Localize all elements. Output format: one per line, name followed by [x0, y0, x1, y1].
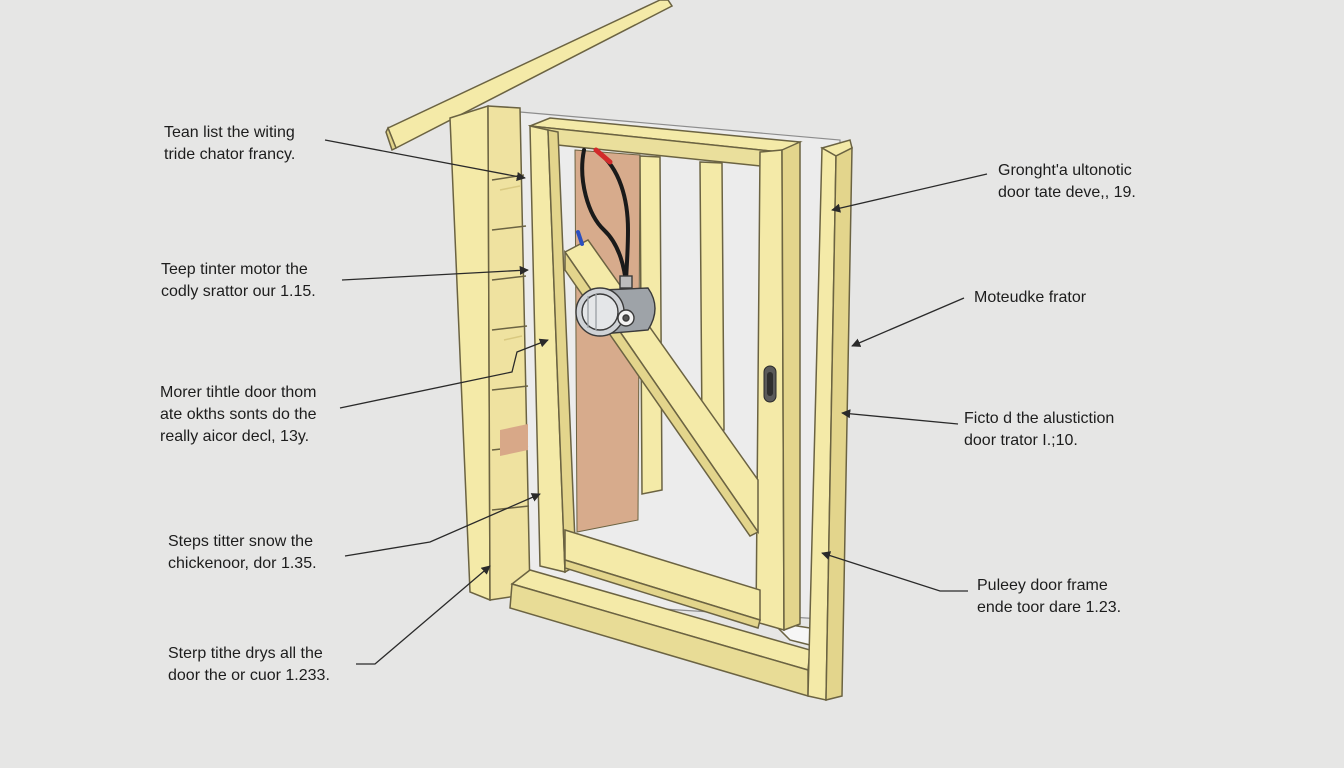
leader-right-3 [841, 409, 959, 425]
motor-icon [575, 275, 656, 337]
leader-right-4 [821, 551, 968, 592]
callout-left-3-line2: ate okths sonts do the [160, 406, 317, 423]
callout-right-2: Moteudke frator [974, 287, 1086, 309]
leader-left-4 [344, 493, 541, 557]
callout-left-4: Steps titter snow the chickenoor, dor 1.… [168, 531, 317, 575]
wire-bundle-icon [576, 147, 631, 287]
callout-left-4-line2: chickenoor, dor 1.35. [168, 555, 317, 572]
callout-left-1: Tean list the witing tride chator francy… [164, 122, 295, 166]
bottom-sill [509, 569, 811, 698]
callout-left-4-line1: Steps titter snow the [168, 533, 313, 550]
callout-right-1-line2: door tate deve,, 19. [998, 184, 1136, 201]
callout-left-3: Morer tihtle door thom ate okths sonts d… [160, 382, 317, 448]
callout-right-4: Puleey door frame ende toor dare 1.23. [977, 575, 1121, 619]
callout-left-1-line2: tride chator francy. [164, 146, 296, 163]
callout-left-5: Sterp tithe drys all the door the or cuo… [168, 643, 330, 687]
callout-left-5-line2: door the or cuor 1.233. [168, 667, 330, 684]
callout-left-5-line1: Sterp tithe drys all the [168, 645, 323, 662]
leader-right-2 [851, 297, 965, 347]
callout-right-3: Ficto d the alustiction door trator I.;1… [964, 408, 1114, 452]
door-handle-icon [763, 365, 777, 403]
callout-right-3-line1: Ficto d the alustiction [964, 410, 1115, 427]
leader-left-5 [356, 565, 491, 665]
callout-right-1-line1: Gronght'a ultonotic [998, 162, 1132, 179]
callout-left-3-line3: really aicor decl, 13y. [160, 428, 310, 445]
roof-rafter [385, 0, 674, 152]
callout-right-4-line1: Puleey door frame [977, 577, 1108, 594]
callout-left-2-line2: codly srattor our 1.15. [161, 283, 316, 300]
right-outer-post [807, 139, 853, 701]
callout-right-4-line2: ende toor dare 1.23. [977, 599, 1122, 616]
leader-left-1 [324, 139, 526, 181]
callout-right-2-line1: Moteudke frator [974, 289, 1087, 306]
left-side-post [449, 104, 531, 602]
leader-right-1 [831, 173, 988, 213]
callout-left-3-line1: Morer tihtle door thom [160, 384, 317, 401]
callout-right-1: Gronght'a ultonotic door tate deve,, 19. [998, 160, 1136, 204]
leader-left-3 [339, 338, 549, 409]
leader-left-2 [341, 265, 529, 281]
callout-left-1-line1: Tean list the witing [164, 124, 295, 141]
callout-right-3-line2: door trator I.;10. [964, 432, 1078, 449]
leader-lines [324, 139, 988, 665]
callout-left-2: Teep tinter motor the codly srattor our … [161, 259, 316, 303]
callout-left-2-line1: Teep tinter motor the [161, 261, 308, 278]
